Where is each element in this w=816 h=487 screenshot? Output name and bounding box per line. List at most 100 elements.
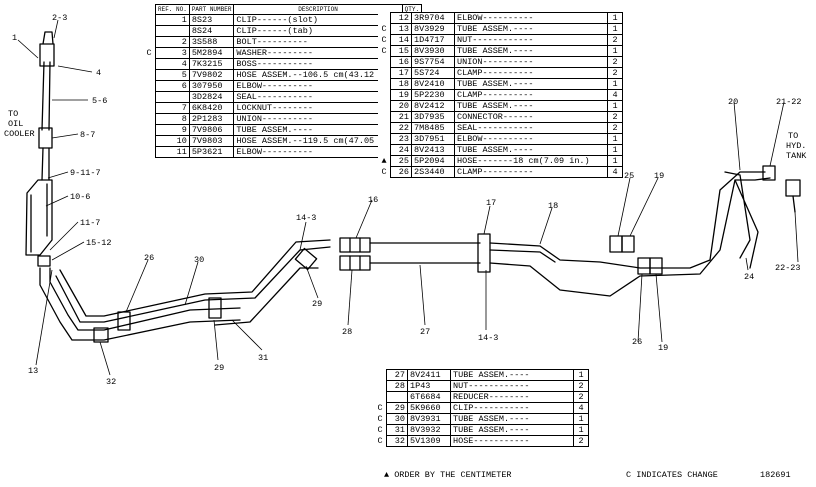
callout-11-7: 11-7 [80,218,100,228]
change-flag [378,134,391,145]
change-note: C INDICATES CHANGE [626,470,718,480]
callout-2-3: 2-3 [52,13,67,23]
ref-number: 6 [155,80,190,92]
callout-19-lower: 19 [658,343,668,353]
description: ELBOW---------- [233,80,403,92]
description: BOLT---------- [233,36,403,48]
change-flag [378,57,391,68]
tube-24 [724,171,759,269]
ref-number [386,391,408,403]
connector-21 [762,165,776,181]
callout-1: 1 [12,33,17,43]
part-number: 5V1309 [407,435,451,447]
change-flag [143,81,156,92]
ref-number: 27 [386,369,408,381]
quantity: 2 [607,67,623,79]
part-number: 7V9806 [188,124,235,136]
order-note: ▲ ORDER BY THE CENTIMETER [384,470,512,480]
hose-assembly-upper [41,61,51,131]
part-number: 6K8420 [188,102,235,114]
part-number: 6T6684 [407,391,451,403]
callout-22-23: 22-23 [775,263,801,273]
quantity: 2 [607,56,623,68]
callout-28: 28 [342,327,352,337]
ref-number: 29 [386,402,408,414]
description: HOSE ASSEM.--119.5 cm(47.05 in.) [233,135,403,147]
drawing-number: 182691 [760,470,791,480]
description: CONNECTOR------ [454,111,608,123]
callout-20: 20 [728,97,738,107]
part-number: 8V3930 [411,45,455,57]
description: REDUCER-------- [450,391,574,403]
ref-number [155,91,190,103]
part-number: 8S23 [188,14,235,26]
ref-number: 25 [390,155,412,167]
elbow-11 [37,255,51,267]
quantity: 1 [607,12,623,24]
part-number: 8S24 [188,25,235,37]
quantity: 1 [607,100,623,112]
callout-31: 31 [258,353,268,363]
part-number: 8V3929 [411,23,455,35]
ref-number: 10 [155,135,190,147]
header-ref: REF. NO. [155,4,190,15]
callout-5-6: 5-6 [92,96,107,106]
part-number: 3D2824 [188,91,235,103]
change-flag [378,145,391,156]
union-16-lower [339,255,371,271]
union-16-upper [339,237,371,253]
description: ELBOW---------- [233,146,403,158]
quantity: 4 [607,89,623,101]
description: TUBE ASSEM.---- [233,124,403,136]
quantity: 1 [607,144,623,156]
part-number: 5M2894 [188,47,235,59]
clamp-19-upper [621,235,635,253]
description: ELBOW---------- [454,133,608,145]
ref-number: 22 [390,122,412,134]
ref-number: 20 [390,100,412,112]
description: TUBE ASSEM.---- [454,78,608,90]
callout-30: 30 [194,255,204,265]
change-flag: C [377,425,383,435]
ref-number: 28 [386,380,408,392]
part-number: 1D4717 [411,34,455,46]
quantity: 2 [607,34,623,46]
callout-9-11-7: 9-11-7 [70,168,101,178]
callout-26-right: 26 [632,337,642,347]
quantity: 4 [607,166,623,178]
description: TUBE ASSEM.---- [454,144,608,156]
callout-13: 13 [28,366,38,376]
description: NUT------------ [454,34,608,46]
callout-25: 25 [624,171,634,181]
quantity: 1 [573,424,589,436]
part-number: 8V2411 [407,369,451,381]
change-flag [143,147,156,158]
quantity: 1 [607,23,623,35]
ref-number: 26 [390,166,412,178]
ref-number: 2 [155,36,190,48]
description: NUT------------ [450,380,574,392]
clamp-17 [477,233,491,273]
change-flag [374,392,387,403]
header-desc: DESCRIPTION [233,4,403,15]
part-number: 5P3621 [188,146,235,158]
change-flag [378,79,391,90]
description: ELBOW---------- [454,12,608,24]
quantity: 1 [607,155,623,167]
part-number: 9S7754 [411,56,455,68]
part-number: 8V2412 [411,100,455,112]
union-8 [38,127,53,149]
description: TUBE ASSEM.---- [450,413,574,425]
ref-number: 9 [155,124,190,136]
part-number: 5P2094 [411,155,455,167]
change-flag [143,103,156,114]
ref-number [155,25,190,37]
part-number: 5K9660 [407,402,451,414]
